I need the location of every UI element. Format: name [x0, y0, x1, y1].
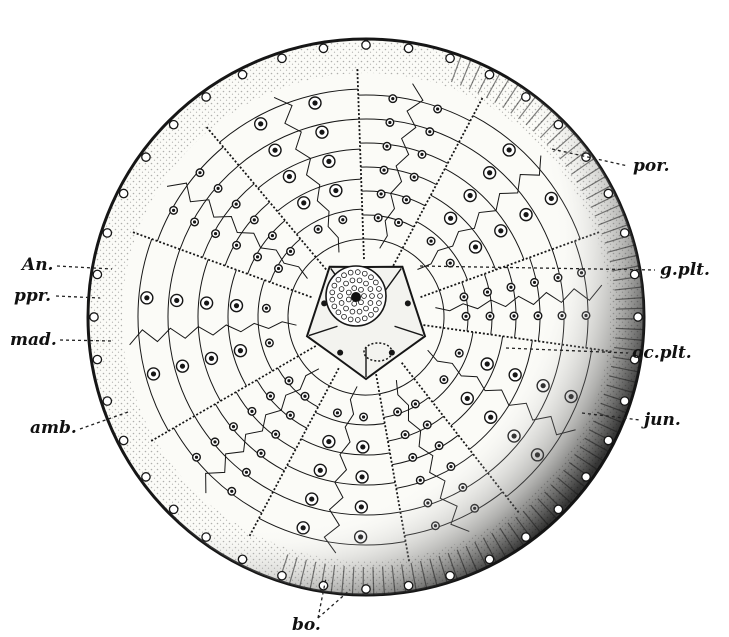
label-ocular-plate: oc.plt. [632, 345, 692, 362]
marginal-tubercle [485, 555, 493, 563]
marginal-tubercle [119, 189, 127, 197]
marginal-tubercle [278, 54, 286, 62]
marginal-tubercle [604, 436, 612, 444]
marginal-tubercle [238, 70, 246, 78]
marginal-tubercle [630, 270, 638, 278]
hatch-stroke [373, 567, 374, 597]
marginal-tubercle [404, 44, 412, 52]
marginal-tubercle [522, 533, 530, 541]
marginal-tubercle [404, 581, 412, 589]
marginal-tubercle [554, 505, 562, 513]
marginal-tubercle [90, 313, 98, 321]
marginal-tubercle [319, 581, 327, 589]
genital-pore [405, 300, 411, 306]
marginal-tubercle [169, 505, 177, 513]
marginal-tubercle [169, 120, 177, 128]
marginal-tubercle [620, 397, 628, 405]
label-genital-plate: g.plt. [660, 262, 710, 279]
marginal-tubercle [319, 44, 327, 52]
marginal-tubercle [522, 93, 530, 101]
label-anus: An. [22, 257, 53, 274]
label-periproct: ppr. [14, 288, 51, 305]
marginal-tubercle [202, 533, 210, 541]
anus [351, 292, 361, 302]
marginal-tubercle [142, 153, 150, 161]
label-junction: jun. [644, 412, 681, 429]
marginal-tubercle [362, 41, 370, 49]
marginal-tubercle [446, 571, 454, 579]
marginal-tubercle [238, 555, 246, 563]
genital-pore [337, 350, 343, 356]
marginal-tubercle [554, 120, 562, 128]
marginal-tubercle [93, 270, 101, 278]
label-bo: bo. [292, 617, 321, 634]
marginal-tubercle [620, 229, 628, 237]
marginal-tubercle [582, 473, 590, 481]
label-por: por. [633, 158, 670, 175]
marginal-tubercle [362, 585, 370, 593]
marginal-tubercle [93, 355, 101, 363]
label-ambulacrum: amb. [30, 420, 77, 437]
marginal-tubercle [604, 189, 612, 197]
marginal-tubercle [634, 313, 642, 321]
marginal-tubercle [103, 229, 111, 237]
marginal-tubercle [142, 473, 150, 481]
marginal-tubercle [278, 571, 286, 579]
marginal-tubercle [446, 54, 454, 62]
label-madreporite: mad. [10, 332, 57, 349]
marginal-tubercle [119, 436, 127, 444]
marginal-tubercle [103, 397, 111, 405]
marginal-tubercle [485, 70, 493, 78]
marginal-tubercle [202, 93, 210, 101]
